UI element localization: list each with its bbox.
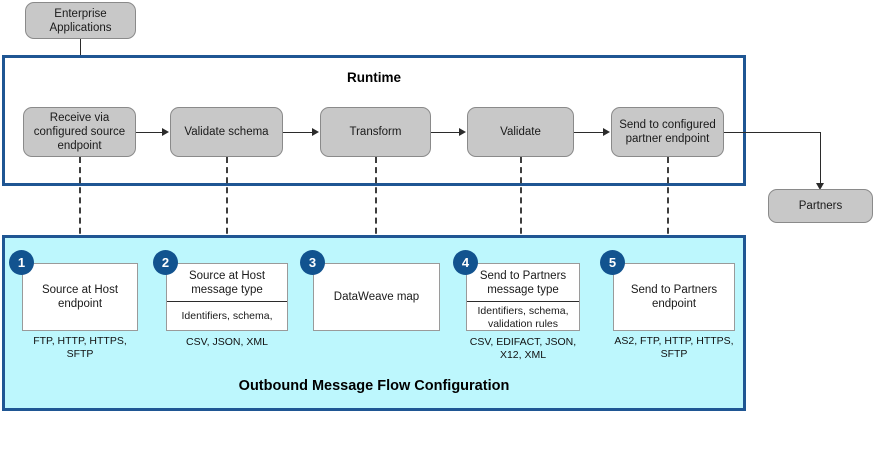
runtime-step-validate-schema-label: Validate schema [184, 126, 269, 138]
runtime-step-receive: Receive via configured source endpoint [23, 107, 136, 157]
config-badge-4: 4 [453, 250, 478, 275]
config-badge-3: 3 [300, 250, 325, 275]
config-card-2-title: Source at Host message type [167, 264, 287, 302]
config-card-send-to-partners-message-type[interactable]: Send to Partners message type Identifier… [466, 263, 580, 331]
config-card-2-sub: Identifiers, schema, [181, 309, 273, 322]
config-card-3-title: DataWeave map [333, 291, 420, 303]
runtime-step-transform: Transform [320, 107, 431, 157]
dashed-link-step2-to-card2 [226, 157, 228, 264]
dashed-link-step5-to-card5 [667, 157, 669, 264]
config-badge-3-number: 3 [308, 255, 317, 270]
enterprise-applications-label: Enterprise Applications [49, 7, 112, 34]
connector-transform-to-validate [431, 131, 460, 133]
dashed-link-step3-to-card3 [375, 157, 377, 264]
runtime-step-validate: Validate [467, 107, 574, 157]
config-card-5-caption: AS2, FTP, HTTP, HTTPS, SFTP [614, 335, 734, 360]
config-card-1-caption: FTP, HTTP, HTTPS, SFTP [33, 335, 127, 360]
config-card-source-at-host-endpoint[interactable]: Source at Host endpoint [22, 263, 138, 331]
config-badge-1-number: 1 [17, 255, 26, 270]
config-badge-2-number: 2 [161, 255, 170, 270]
config-card-dataweave-map[interactable]: DataWeave map [313, 263, 440, 331]
config-card-1-title: Source at Host endpoint [41, 284, 119, 310]
config-badge-5-number: 5 [608, 255, 617, 270]
config-card-4-title: Send to Partners message type [467, 264, 579, 302]
arrow-head-validate-schema-to-transform [312, 127, 319, 136]
config-card-send-to-partners-endpoint[interactable]: Send to Partners endpoint [613, 263, 735, 331]
runtime-step-validate-label: Validate [500, 126, 541, 138]
arrow-head-send-to-partners [816, 183, 824, 190]
partners-node: Partners [768, 189, 873, 223]
arrow-head-receive-to-validate-schema [162, 127, 169, 136]
config-badge-5: 5 [600, 250, 625, 275]
arrow-head-transform-to-validate [459, 127, 466, 136]
enterprise-applications-node: Enterprise Applications [25, 2, 136, 39]
config-badge-2: 2 [153, 250, 178, 275]
partners-label: Partners [798, 200, 843, 212]
connector-validate-schema-to-transform [283, 131, 313, 133]
config-card-4-sub: Identifiers, schema, validation rules [477, 305, 569, 330]
config-card-2-caption: CSV, JSON, XML [186, 336, 268, 348]
config-card-5-title: Send to Partners endpoint [630, 284, 718, 310]
config-card-source-at-host-message-type[interactable]: Source at Host message type Identifiers,… [166, 263, 288, 331]
connector-send-to-partners-horizontal [724, 131, 821, 133]
config-card-4-caption: CSV, EDIFACT, JSON, X12, XML [469, 336, 577, 361]
arrow-head-validate-to-send [603, 127, 610, 136]
runtime-title: Runtime [347, 70, 401, 85]
configuration-title: Outbound Message Flow Configuration [238, 378, 510, 394]
config-badge-4-number: 4 [461, 255, 470, 270]
dashed-link-step4-to-card4 [520, 157, 522, 264]
runtime-step-send: Send to configured partner endpoint [611, 107, 724, 157]
dashed-link-step1-to-card1 [79, 157, 81, 264]
config-badge-1: 1 [9, 250, 34, 275]
runtime-step-send-label: Send to configured partner endpoint [619, 119, 716, 145]
connector-receive-to-validate-schema [136, 131, 163, 133]
runtime-step-validate-schema: Validate schema [170, 107, 283, 157]
runtime-step-transform-label: Transform [349, 126, 402, 138]
runtime-step-receive-label: Receive via configured source endpoint [33, 112, 126, 152]
connector-send-to-partners-vertical [819, 131, 821, 185]
connector-validate-to-send [574, 131, 604, 133]
